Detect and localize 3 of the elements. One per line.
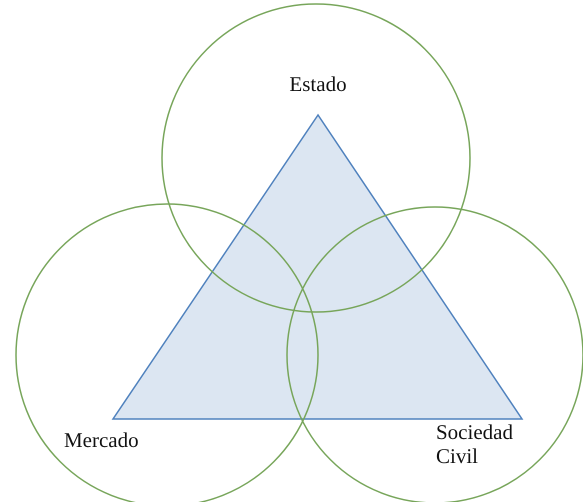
circle-label: Estado xyxy=(288,72,348,96)
circle-label: Sociedad Civil xyxy=(436,420,514,468)
circle-label: Mercado xyxy=(64,428,140,452)
